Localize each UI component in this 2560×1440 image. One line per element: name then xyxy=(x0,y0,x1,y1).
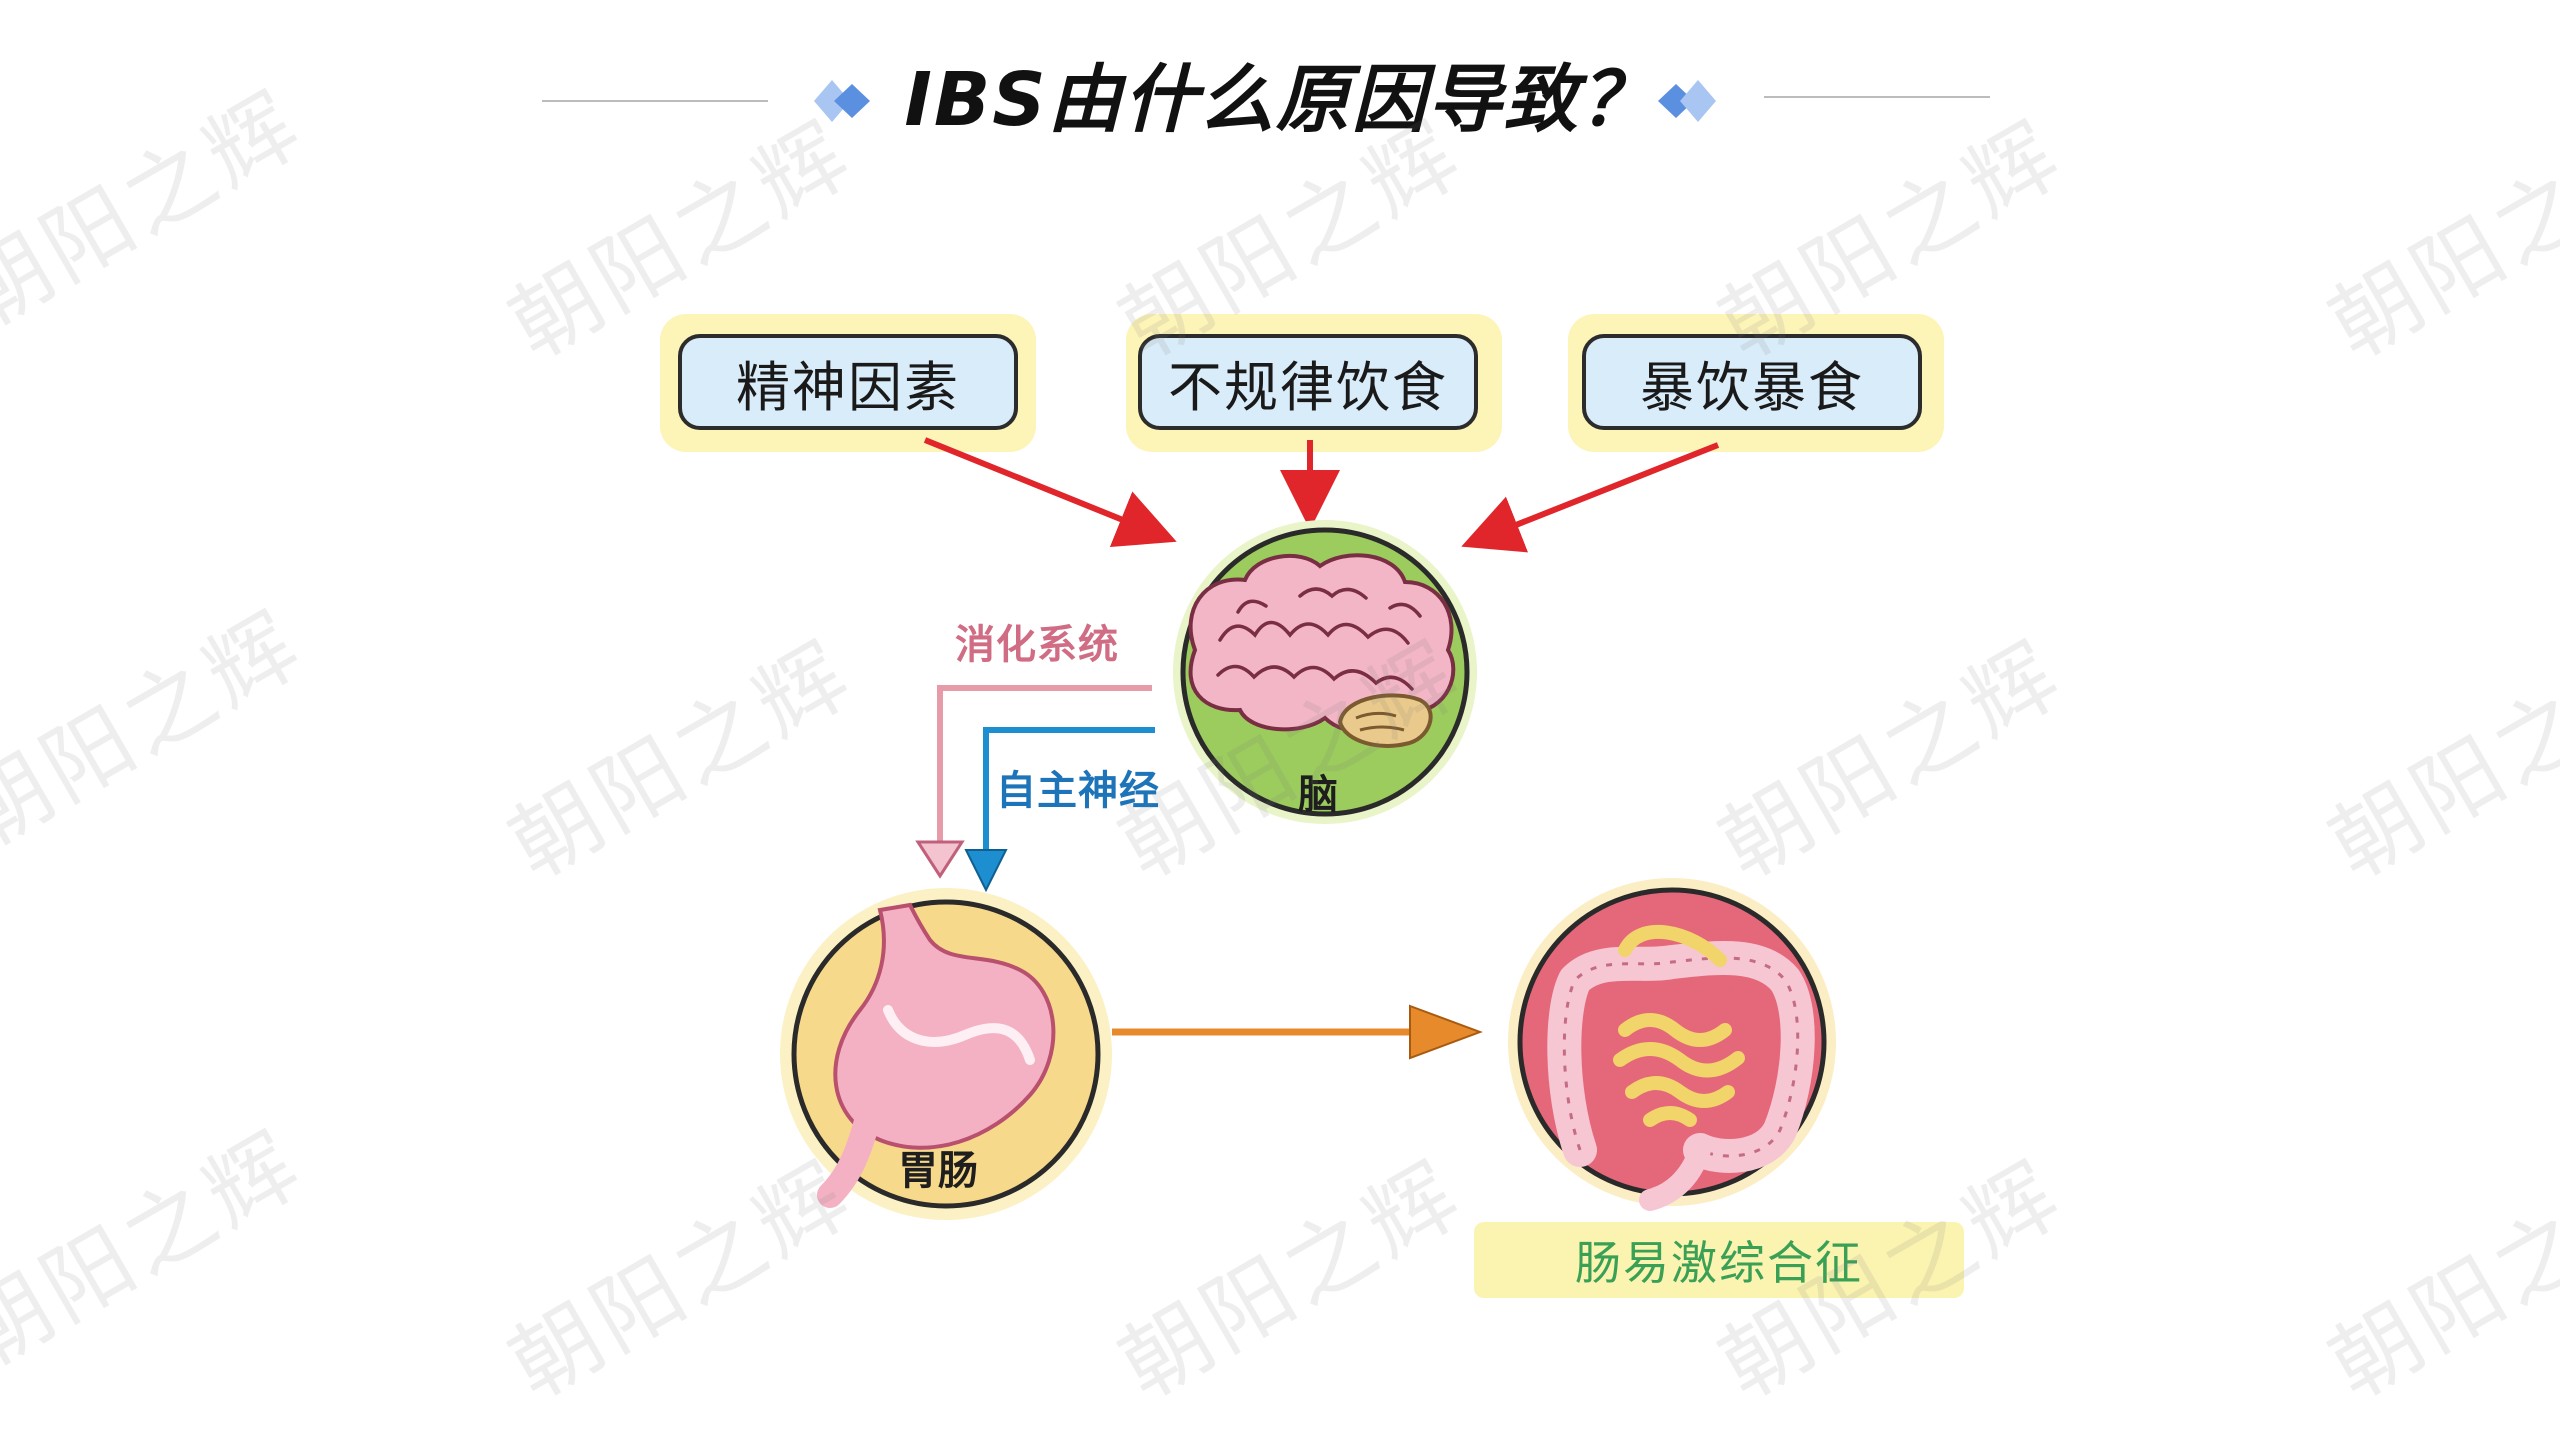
gut-label: 胃肠 xyxy=(898,1148,978,1194)
title-rule-right xyxy=(1764,96,1990,98)
title-diamond-left-icon xyxy=(814,80,870,122)
result-label-band xyxy=(1474,1222,1964,1298)
cause-arrow-right xyxy=(1461,442,1720,553)
pathway-label-digestive: 消化系统 xyxy=(955,622,1119,668)
title-rule-left xyxy=(542,100,768,102)
autonomic-pathway-arrow xyxy=(983,727,1155,866)
intestine-icon xyxy=(1547,924,1815,1211)
brain-label: 脑 xyxy=(1298,772,1338,818)
cause-box-irregular-diet: 不规律饮食 xyxy=(1138,334,1478,430)
stomach-icon xyxy=(817,902,1056,1208)
cause-box-overeating: 暴饮暴食 xyxy=(1582,334,1922,430)
result-label: 肠易激综合征 xyxy=(1575,1236,1863,1290)
brain-icon xyxy=(1188,553,1456,748)
cause-arrow-left xyxy=(923,437,1177,548)
digestive-pathway-arrow xyxy=(937,685,1152,860)
pathway-label-autonomic: 自主神经 xyxy=(996,768,1160,814)
title-diamond-right-icon xyxy=(1658,80,1716,122)
cause-box-mental: 精神因素 xyxy=(678,334,1018,430)
page-title: IBS由什么原因导致？ xyxy=(904,57,1656,143)
